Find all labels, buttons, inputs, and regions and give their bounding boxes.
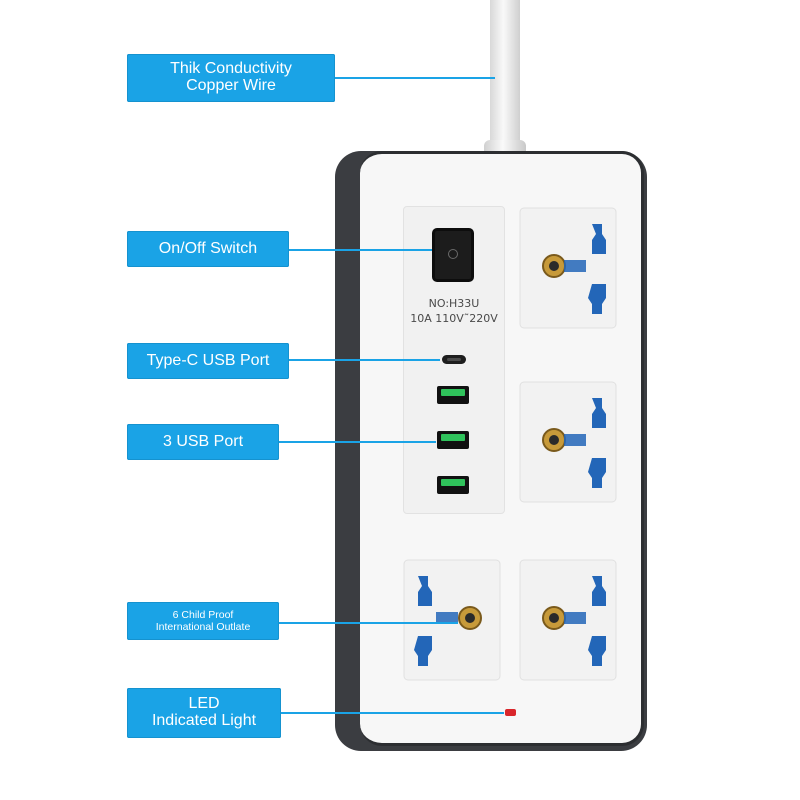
leader-line-outlets	[278, 622, 458, 624]
callout-line: 3 USB Port	[162, 432, 244, 450]
callout-type-c-usb: Type-C USB Port	[127, 343, 289, 379]
universal-socket-icon	[519, 559, 617, 681]
callout-line: Copper Wire	[186, 77, 276, 94]
universal-socket-icon	[519, 207, 617, 329]
callout-line: Thik Conductivity	[170, 60, 292, 78]
callout-line: 6 Child Proof	[172, 608, 234, 621]
universal-socket-icon	[403, 559, 501, 681]
leader-line-led	[280, 712, 504, 714]
universal-socket-icon	[519, 381, 617, 503]
usb-a-port-icon	[437, 386, 469, 404]
power-cord	[490, 0, 520, 155]
callout-line: Indicated Light	[151, 712, 257, 729]
model-number: NO:H33U	[428, 297, 480, 310]
callout-on-off-switch: On/Off Switch	[127, 231, 289, 267]
electrical-rating: 10A 110V˜220V	[410, 312, 498, 325]
power-switch-icon	[432, 228, 474, 282]
callout-line: Type-C USB Port	[146, 351, 270, 369]
usb-a-port-icon	[437, 476, 469, 494]
callout-line: On/Off Switch	[158, 239, 258, 257]
leader-line-usb	[278, 441, 436, 443]
leader-line-switch	[288, 249, 432, 251]
callout-usb-ports: 3 USB Port	[127, 424, 279, 460]
callout-copper-wire: Thik Conductivity Copper Wire	[127, 54, 335, 102]
leader-line-copper-wire	[335, 77, 495, 79]
switch-power-symbol	[448, 249, 458, 259]
callout-line: LED	[188, 695, 220, 713]
usb-a-port-icon	[437, 431, 469, 449]
callout-line: International Outlate	[155, 621, 251, 633]
callout-led-light: LED Indicated Light	[127, 688, 281, 738]
leader-line-type-c	[288, 359, 440, 361]
callout-child-proof-outlets: 6 Child Proof International Outlate	[127, 602, 279, 640]
led-indicator-icon	[505, 709, 516, 716]
usb-c-port-icon	[442, 355, 466, 364]
